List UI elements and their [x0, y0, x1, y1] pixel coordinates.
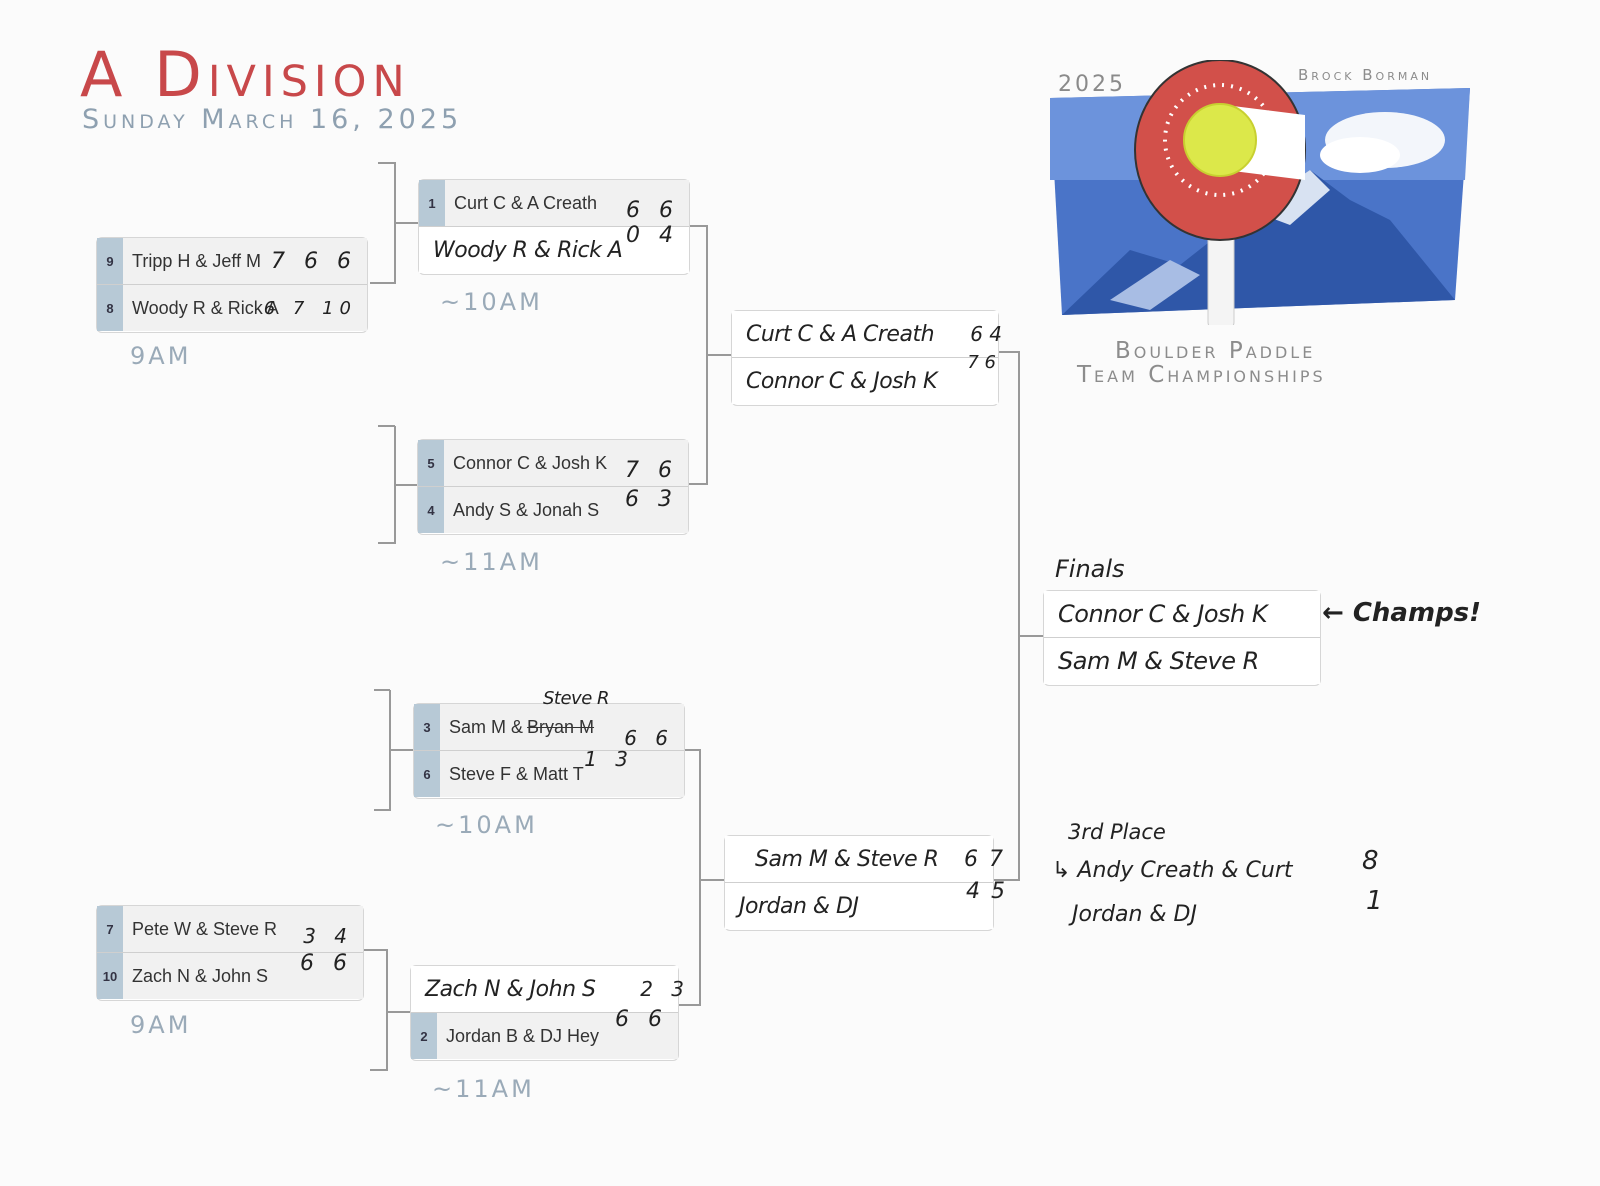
match-time: 9AM [130, 342, 192, 370]
team-row: 5 Connor C & Josh K 7 6 [418, 440, 688, 487]
seed-badge: 3 [414, 704, 440, 750]
team-row: Sam M & Steve R [1044, 638, 1320, 684]
team-name: Pete W & Steve R [132, 918, 278, 939]
team-name: Sam M & Steve R [1058, 647, 1259, 675]
seed-badge: 4 [418, 487, 444, 533]
team-name: Andy S & Jonah S [453, 499, 600, 520]
team-row: 9 Tripp H & Jeff M 7 6 6 [97, 238, 367, 285]
logo-sponsor: Brock Borman [1298, 66, 1433, 84]
team-row: Sam M & Steve R 6 7 [725, 836, 1003, 883]
finals-match: Connor C & Josh K Sam M & Steve R [1043, 590, 1321, 686]
team-name: Jordan B & DJ Hey [446, 1025, 600, 1046]
team-score: 6 6 [615, 1007, 668, 1032]
team-score: 6 7 10 [263, 297, 357, 319]
team-score: 7 6 [967, 352, 996, 373]
team-row: 3 Sam M & Bryan M Steve R 6 6 [414, 688, 684, 751]
match-time: ~10AM [435, 811, 538, 839]
match-time: 9AM [130, 1011, 192, 1039]
tournament-logo: 2025 Brock Borman [1050, 59, 1470, 331]
third-place-label: 3rd Place [1068, 820, 1166, 844]
team-score: 3 4 [303, 924, 353, 948]
logo-caption-line1: Boulder Paddle [1115, 338, 1316, 364]
team-name: Tripp H & Jeff M [132, 250, 262, 271]
team-name: Curt C & A Creath [746, 321, 935, 347]
match-r1-bottom: 7 Pete W & Steve R 3 4 10 Zach N & John S 6 … [96, 905, 364, 1001]
logo-caption-line2: Team Championships [1077, 362, 1326, 388]
event-date: Sunday March 16, 2025 [82, 104, 463, 135]
partner-correction: Steve R [543, 688, 610, 709]
match-time: ~10AM [440, 288, 543, 316]
logo-year: 2025 [1058, 72, 1126, 97]
page-title: A Division [80, 38, 411, 111]
third-place-score: 8 [1362, 846, 1379, 876]
team-name: Connor C & Josh K [1058, 600, 1268, 628]
seed-badge: 7 [97, 906, 123, 952]
match-qf3: 3 Sam M & Bryan M Steve R 6 6 6 Steve F & Ma… [413, 688, 685, 799]
seed-badge: 1 [419, 180, 445, 226]
team-name: Sam M & [449, 716, 524, 737]
seed-badge: 9 [97, 238, 123, 284]
team-score: 1 3 [584, 747, 634, 771]
team-row: 2 Jordan B & DJ Hey 6 6 [411, 1007, 678, 1059]
third-place-team: ↳ Andy Creath & Curt [1052, 858, 1293, 883]
team-row: 7 Pete W & Steve R 3 4 [97, 906, 363, 953]
team-name: Steve F & Matt T [449, 763, 584, 784]
seed-badge: 8 [97, 285, 123, 331]
match-r1-top: 9 Tripp H & Jeff M 7 6 6 8 Woody R & Rick A… [96, 237, 368, 333]
team-score: 6 4 [970, 322, 1002, 346]
team-score: 6 3 [625, 487, 678, 512]
team-score: 4 5 [966, 879, 1007, 904]
champions-note: ← Champs! [1322, 598, 1482, 628]
team-row: Connor C & Josh K [1044, 591, 1320, 638]
team-score: 7 6 [625, 458, 678, 483]
seed-badge: 5 [418, 440, 444, 486]
team-score: 6 6 [300, 951, 353, 976]
struck-partner: Bryan M [527, 716, 595, 737]
team-row: 4 Andy S & Jonah S 6 3 [418, 487, 688, 533]
team-row: Curt C & A Creath 6 4 [732, 311, 1002, 358]
team-name: Woody R & Rick A [433, 237, 623, 263]
team-name: Woody R & Rick A [132, 297, 279, 318]
team-row: Jordan & DJ 4 5 [725, 879, 1005, 929]
team-score: 7 6 6 [271, 248, 357, 274]
team-name: Curt C & A Creath [454, 192, 598, 213]
match-time: ~11AM [432, 1075, 535, 1103]
team-score: 6 6 [624, 726, 674, 750]
team-row: 1 Curt C & A Creath 6 6 [419, 180, 689, 227]
third-place-team: Jordan & DJ [1072, 902, 1197, 927]
seed-badge: 2 [411, 1013, 437, 1059]
seed-badge: 10 [97, 953, 123, 999]
match-time: ~11AM [440, 548, 543, 576]
semifinal-2: Sam M & Steve R 6 7 Jordan & DJ 4 5 [724, 835, 1005, 931]
team-score: 6 6 [626, 198, 679, 223]
semifinal-1: Curt C & A Creath 6 4 Connor C & Josh K 7 … [731, 310, 1002, 406]
team-score: 2 3 [640, 977, 690, 1001]
seed-badge: 6 [414, 751, 440, 797]
finals-label: Finals [1055, 555, 1125, 583]
team-score: 6 7 [964, 846, 1005, 872]
team-score: 0 4 [626, 223, 679, 248]
team-name: Zach N & John S [132, 965, 269, 986]
team-name: Connor C & Josh K [453, 452, 608, 473]
team-row: 10 Zach N & John S 6 6 [97, 951, 363, 999]
match-qf2: 5 Connor C & Josh K 7 6 4 Andy S & Jonah S 6… [417, 439, 689, 535]
team-name: Jordan & DJ [739, 893, 859, 919]
third-place-score: 1 [1366, 886, 1383, 916]
team-name: Connor C & Josh K [746, 368, 937, 394]
team-name: Zach N & John S [425, 976, 596, 1002]
team-name: Sam M & Steve R [755, 846, 939, 872]
team-row: Connor C & Josh K 7 6 [732, 352, 998, 404]
